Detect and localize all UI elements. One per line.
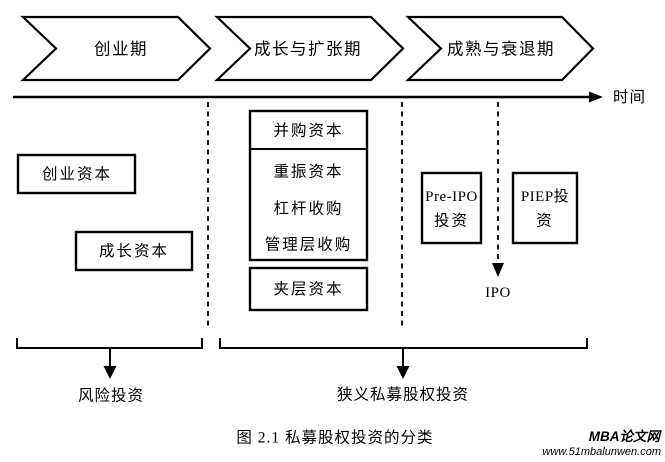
venture-investment-group: 风险投资 <box>16 338 203 405</box>
mezzanine-capital-label: 夹层资本 <box>273 280 343 298</box>
stage-chevron-maturity-decline <box>405 15 595 82</box>
growth-capital-label: 成长资本 <box>99 242 169 260</box>
piep-box <box>511 171 579 245</box>
ipo-arrowhead-icon <box>492 263 504 277</box>
timeline-label: 时间 <box>613 88 646 106</box>
piep-label-line1: PIEP投 <box>521 188 569 205</box>
narrow-private-equity-group: 狭义私募股权投资 <box>219 338 588 404</box>
mezzanine-capital-box <box>248 266 369 312</box>
watermark: MBA论文网 www.51mbalunwen.com <box>542 429 662 458</box>
timeline-arrowhead-icon <box>589 91 603 103</box>
narrow-private-equity-arrowhead-icon <box>396 366 410 379</box>
ipo-marker: IPO <box>485 102 511 301</box>
venture-capital-label: 创业资本 <box>42 165 112 183</box>
stage-chevron-growth-expansion <box>214 15 405 82</box>
venture-investment-arrowhead-icon <box>103 366 117 379</box>
piep-label-line2: 资 <box>536 212 554 230</box>
stage-label-maturity-decline: 成熟与衰退期 <box>447 40 555 59</box>
figure-caption: 图 2.1 私募股权投资的分类 <box>236 429 433 447</box>
watermark-url: www.51mbalunwen.com <box>542 446 661 458</box>
leveraged-buyout-label: 杠杆收购 <box>273 200 343 218</box>
management-buyout-label: 管理层收购 <box>265 236 353 254</box>
pre-ipo-label-line1: Pre-IPO <box>425 189 478 205</box>
stage-label-growth-expansion: 成长与扩张期 <box>254 40 362 59</box>
ipo-label: IPO <box>485 285 511 301</box>
venture-investment-label: 风险投资 <box>78 387 144 405</box>
buyout-stack-box <box>248 109 369 262</box>
stage-chevrons: 创业期 成长与扩张期 成熟与衰退期 <box>20 15 595 82</box>
stage-chevron-startup <box>20 15 212 82</box>
timeline-axis: 时间 <box>13 88 646 106</box>
growth-capital-box <box>74 230 194 272</box>
pre-ipo-box <box>420 171 483 245</box>
revitalization-capital-label: 重振资本 <box>273 163 343 181</box>
venture-capital-box <box>16 153 137 195</box>
buyout-capital-label: 并购资本 <box>273 122 343 140</box>
pre-ipo-label-line2: 投资 <box>434 212 469 230</box>
pre-ipo-box-group: Pre-IPO 投资 <box>420 171 483 245</box>
stage-label-startup: 创业期 <box>94 40 148 59</box>
buyout-stack: 并购资本 重振资本 杠杆收购 管理层收购 夹层资本 <box>248 109 369 312</box>
piep-box-group: PIEP投 资 <box>511 171 579 245</box>
watermark-title: MBA论文网 <box>589 429 663 444</box>
narrow-private-equity-bracket <box>219 338 588 349</box>
venture-investment-bracket <box>16 338 203 349</box>
narrow-private-equity-label: 狭义私募股权投资 <box>337 386 469 404</box>
